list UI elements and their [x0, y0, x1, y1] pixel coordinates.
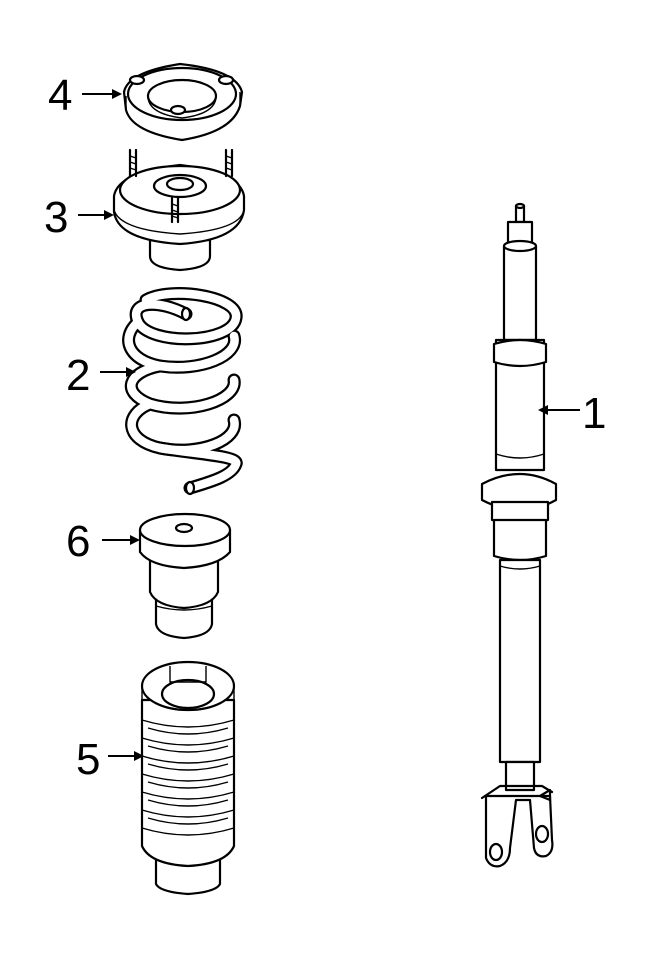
stud: [170, 196, 180, 224]
stud: [224, 148, 234, 178]
callout-3: 3: [44, 193, 68, 242]
part-3-strut-mount: [112, 148, 246, 272]
callout-4: 4: [48, 71, 72, 120]
part-1-strut: [480, 202, 558, 868]
part-6-bump-stop: [138, 512, 232, 640]
part-4-mount-cap: [122, 62, 244, 142]
callout-1: 1: [582, 389, 606, 438]
callout-2: 2: [66, 351, 90, 400]
leader-arrows: [78, 89, 580, 761]
callout-6: 6: [66, 517, 90, 566]
part-2-coil-spring: [122, 287, 243, 496]
stud: [128, 148, 138, 178]
callout-5: 5: [76, 735, 100, 784]
part-5-dust-boot: [140, 660, 236, 896]
